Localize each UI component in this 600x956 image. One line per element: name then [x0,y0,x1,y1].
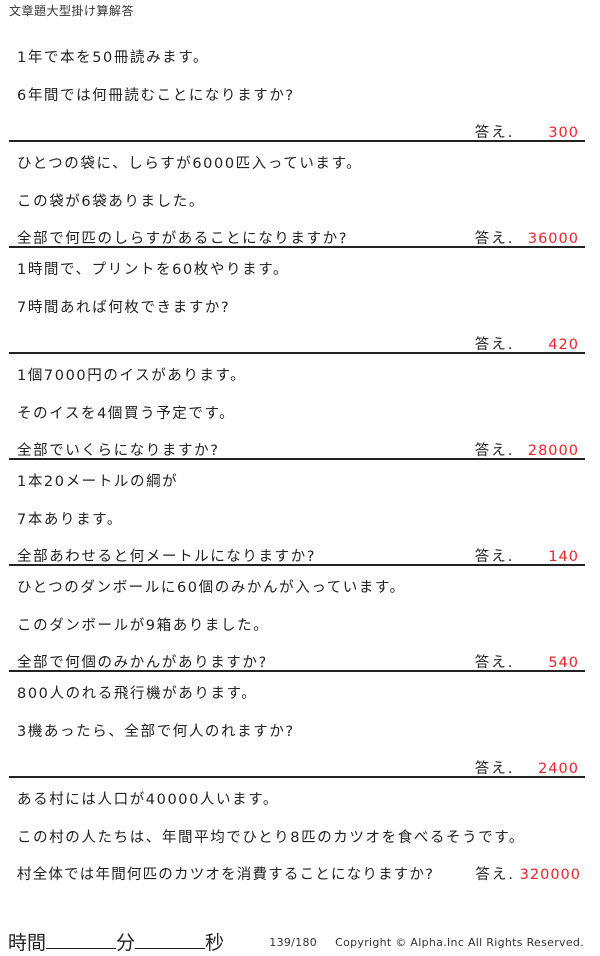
answer-label: 答え. [474,761,515,777]
problem-6: ひとつのダンボールに60個のみかんが入っています。 このダンボールが9箱ありまし… [9,566,585,672]
answer-value: 2400 [538,761,579,777]
problem-line: 全部で何個のみかんがありますか? [17,655,268,671]
problem-line: 800人のれる飛行機があります。 [17,686,258,702]
minutes-label: 分 [116,932,136,954]
answer-row: 答え. 300 [475,121,585,142]
copyright: Copyright © Alpha.Inc All Rights Reserve… [335,936,584,949]
problem-line: このダンボールが9箱ありました。 [17,618,270,634]
page-number: 139/180 [269,936,318,949]
answer-label: 答え. [474,443,515,459]
answer-value: 420 [548,337,579,353]
answer-row: 答え. 28000 [475,439,585,460]
problem-line: 1時間で、プリントを60枚やります。 [17,262,289,278]
problem-line: 7本あります。 [17,512,123,528]
problem-line: 1個7000円のイスがあります。 [17,368,247,384]
answer-value: 300 [548,125,579,141]
problem-line: 6年間では何冊読むことになりますか? [17,88,295,104]
answer-label: 答え. [474,231,515,247]
problem-7: 800人のれる飛行機があります。 3機あったら、全部で何人のれますか? 答え. … [9,672,585,778]
problem-line: 1年で本を50冊読みます。 [17,50,210,66]
answer-row: 答え. 540 [475,651,585,672]
problem-3: 1時間で、プリントを60枚やります。 7時間あれば何枚できますか? 答え. 42… [9,248,585,354]
problem-4: 1個7000円のイスがあります。 そのイスを4個買う予定です。 全部でいくらにな… [9,354,585,460]
time-label: 時間 [8,932,47,954]
minutes-blank [46,930,117,949]
seconds-label: 秒 [205,932,225,954]
problem-line: 1本20メートルの綱が [17,474,179,490]
answer-row: 答え. 320000 [475,863,585,884]
answer-value: 36000 [527,231,579,247]
problem-line: ひとつのダンボールに60個のみかんが入っています。 [17,580,406,596]
answer-label: 答え. [474,655,515,671]
problem-line: 7時間あれば何枚できますか? [17,300,231,316]
answer-value: 320000 [519,867,581,883]
footer-info: 139/180 Copyright © Alpha.Inc All Rights … [269,936,584,949]
problem-line: 全部で何匹のしらすがあることになりますか? [17,231,349,247]
problem-line: そのイスを4個買う予定です。 [17,406,236,422]
page-title: 文章題大型掛け算解答 [9,4,135,18]
answer-row: 答え. 36000 [475,227,585,248]
problem-line: この袋が6袋ありました。 [17,194,205,210]
answer-label: 答え. [474,125,515,141]
problem-line: 全部あわせると何メートルになりますか? [17,549,317,565]
problem-1: 1年で本を50冊読みます。 6年間では何冊読むことになりますか? 答え. 300 [9,36,585,142]
problem-line: 3機あったら、全部で何人のれますか? [17,724,295,740]
problem-line: ある村には人口が40000人います。 [17,792,279,808]
answer-value: 540 [548,655,579,671]
answer-row: 答え. 140 [475,545,585,566]
answer-label: 答え. [475,867,516,883]
answer-row: 答え. 2400 [475,757,585,778]
answer-label: 答え. [474,337,515,353]
answer-label: 答え. [474,549,515,565]
problem-line: 村全体では年間何匹のカツオを消費することになりますか? [17,867,435,883]
problem-line: ひとつの袋に、しらすが6000匹入っています。 [17,156,363,172]
time-record: 時間 分 秒 [8,928,224,955]
answer-row: 答え. 420 [475,333,585,354]
answer-value: 28000 [527,443,579,459]
problem-2: ひとつの袋に、しらすが6000匹入っています。 この袋が6袋ありました。 全部で… [9,142,585,248]
seconds-blank [135,930,206,949]
problem-5: 1本20メートルの綱が 7本あります。 全部あわせると何メートルになりますか? … [9,460,585,566]
answer-value: 140 [548,549,579,565]
problem-line: この村の人たちは、年間平均でひとり8匹のカツオを食べるそうです。 [17,830,526,846]
problem-line: 全部でいくらになりますか? [17,443,220,459]
problem-8: ある村には人口が40000人います。 この村の人たちは、年間平均でひとり8匹のカ… [9,778,585,884]
